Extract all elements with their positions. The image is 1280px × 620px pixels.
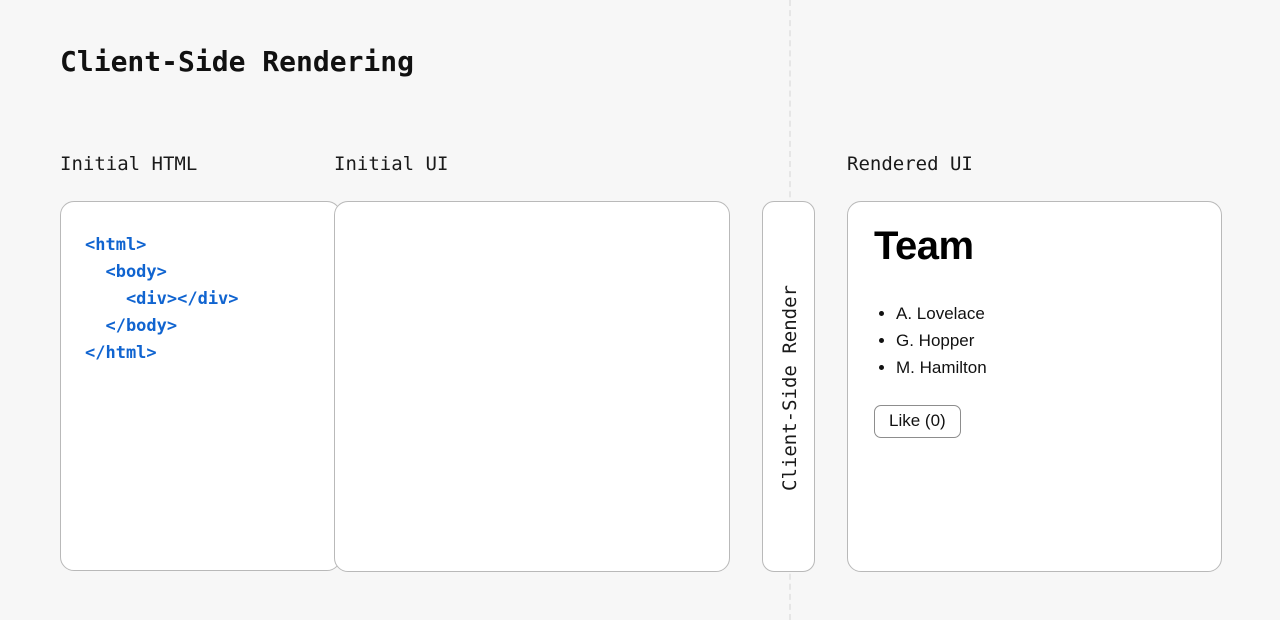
client-side-render-step-panel: Client-Side Render [762, 201, 815, 572]
caption-initial-html: Initial HTML [60, 153, 198, 175]
team-heading: Team [874, 224, 974, 268]
rendered-ui-content: Team A. Lovelace G. Hopper M. Hamilton L… [874, 226, 1201, 438]
team-list: A. Lovelace G. Hopper M. Hamilton [874, 300, 1201, 381]
initial-html-panel: <html> <body> <div></div> </body> </html… [60, 201, 341, 571]
page-title: Client-Side Rendering [60, 45, 415, 78]
list-item: A. Lovelace [896, 300, 1201, 327]
render-step-label-wrap: Client-Side Render [763, 202, 816, 573]
render-step-label: Client-Side Render [778, 284, 801, 491]
rendered-ui-panel: Team A. Lovelace G. Hopper M. Hamilton L… [847, 201, 1222, 572]
list-item: G. Hopper [896, 327, 1201, 354]
html-code-block: <html> <body> <div></div> </body> </html… [85, 235, 239, 363]
caption-rendered-ui: Rendered UI [847, 153, 973, 175]
caption-initial-ui: Initial UI [334, 153, 449, 175]
initial-ui-panel [334, 201, 730, 572]
like-button[interactable]: Like (0) [874, 405, 961, 438]
list-item: M. Hamilton [896, 354, 1201, 381]
